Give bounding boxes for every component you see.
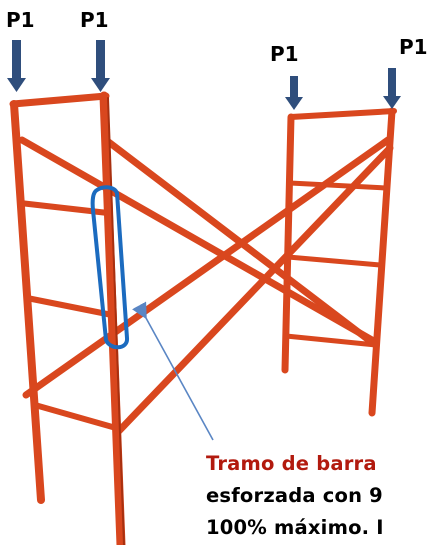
load-arrow-2 [91, 40, 110, 92]
right-frame [281, 107, 397, 417]
brace-inner-lower-to-upper-right [114, 144, 394, 436]
right-frame-right-post [368, 107, 396, 417]
load-label: P1 [270, 42, 299, 66]
load-label: P1 [6, 8, 35, 32]
left-frame-top-rail [9, 92, 110, 108]
annotation-caption: Tramo de barra esforzada con 9 100% máxi… [206, 448, 433, 544]
left-frame-right-post [99, 91, 126, 549]
right-frame-top-rail [288, 108, 397, 120]
callout-arrow [132, 301, 214, 441]
cross-bracing [18, 136, 394, 436]
load-label: P1 [80, 8, 109, 32]
right-frame-rung-2 [285, 254, 383, 268]
left-frame-post-shadow [107, 97, 125, 546]
right-frame-rung-1 [287, 180, 389, 191]
annotation-line-3: 100% máximo. I [206, 516, 384, 539]
load-arrow-3 [285, 76, 303, 110]
brace-upper-left-to-right [18, 136, 376, 344]
load-label: P1 [399, 35, 428, 59]
left-frame-rung-2 [24, 295, 115, 318]
annotation-line-2: esforzada con 9 [206, 484, 383, 507]
left-frame-rung-3 [32, 402, 119, 431]
left-frame-left-post [10, 100, 45, 504]
load-arrows [7, 40, 401, 110]
right-frame-rung-3 [283, 333, 379, 348]
right-frame-left-post [281, 113, 295, 374]
load-arrow-4 [383, 68, 401, 109]
annotation-line-1: Tramo de barra [206, 452, 377, 475]
load-arrow-1 [7, 40, 26, 92]
stressed-segment-highlight [90, 185, 129, 350]
brace-lower-left-to-upper-right [22, 136, 392, 399]
